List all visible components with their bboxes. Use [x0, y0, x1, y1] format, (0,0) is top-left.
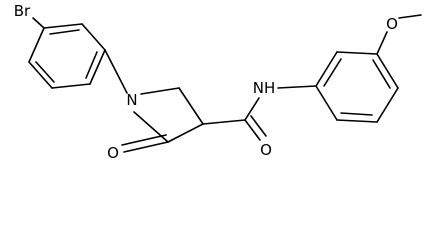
- bromophenyl-ring: [28, 23, 106, 89]
- ketone-oxygen-label: O: [107, 144, 119, 162]
- methoxyphenyl-ring: [315, 51, 399, 123]
- chemical-structure-diagram: Br N O O NH O: [14, 2, 422, 162]
- ring-carbonyl-bond: [202, 119, 246, 125]
- ether-oxygen-label: O: [386, 15, 398, 33]
- methyl-bond: [398, 14, 422, 19]
- amide-oxygen-label: O: [260, 141, 272, 159]
- ring-nitrogen-label: N: [126, 91, 137, 109]
- aryl-ether-bond: [376, 31, 388, 55]
- aryl-nitrogen-bond: [104, 49, 128, 94]
- bromine-atom-label: Br: [14, 2, 31, 20]
- carbonyl-nitrogen-bond: [244, 97, 260, 121]
- ketone-double-bond: [121, 134, 169, 153]
- pyrrolidinone-ring: [133, 87, 204, 143]
- amide-nitrogen-label: NH: [253, 79, 276, 97]
- nitrogen-aryl-bond: [277, 85, 317, 89]
- carbon-bromine-bond: [32, 17, 45, 29]
- amide-double-bond: [244, 115, 267, 141]
